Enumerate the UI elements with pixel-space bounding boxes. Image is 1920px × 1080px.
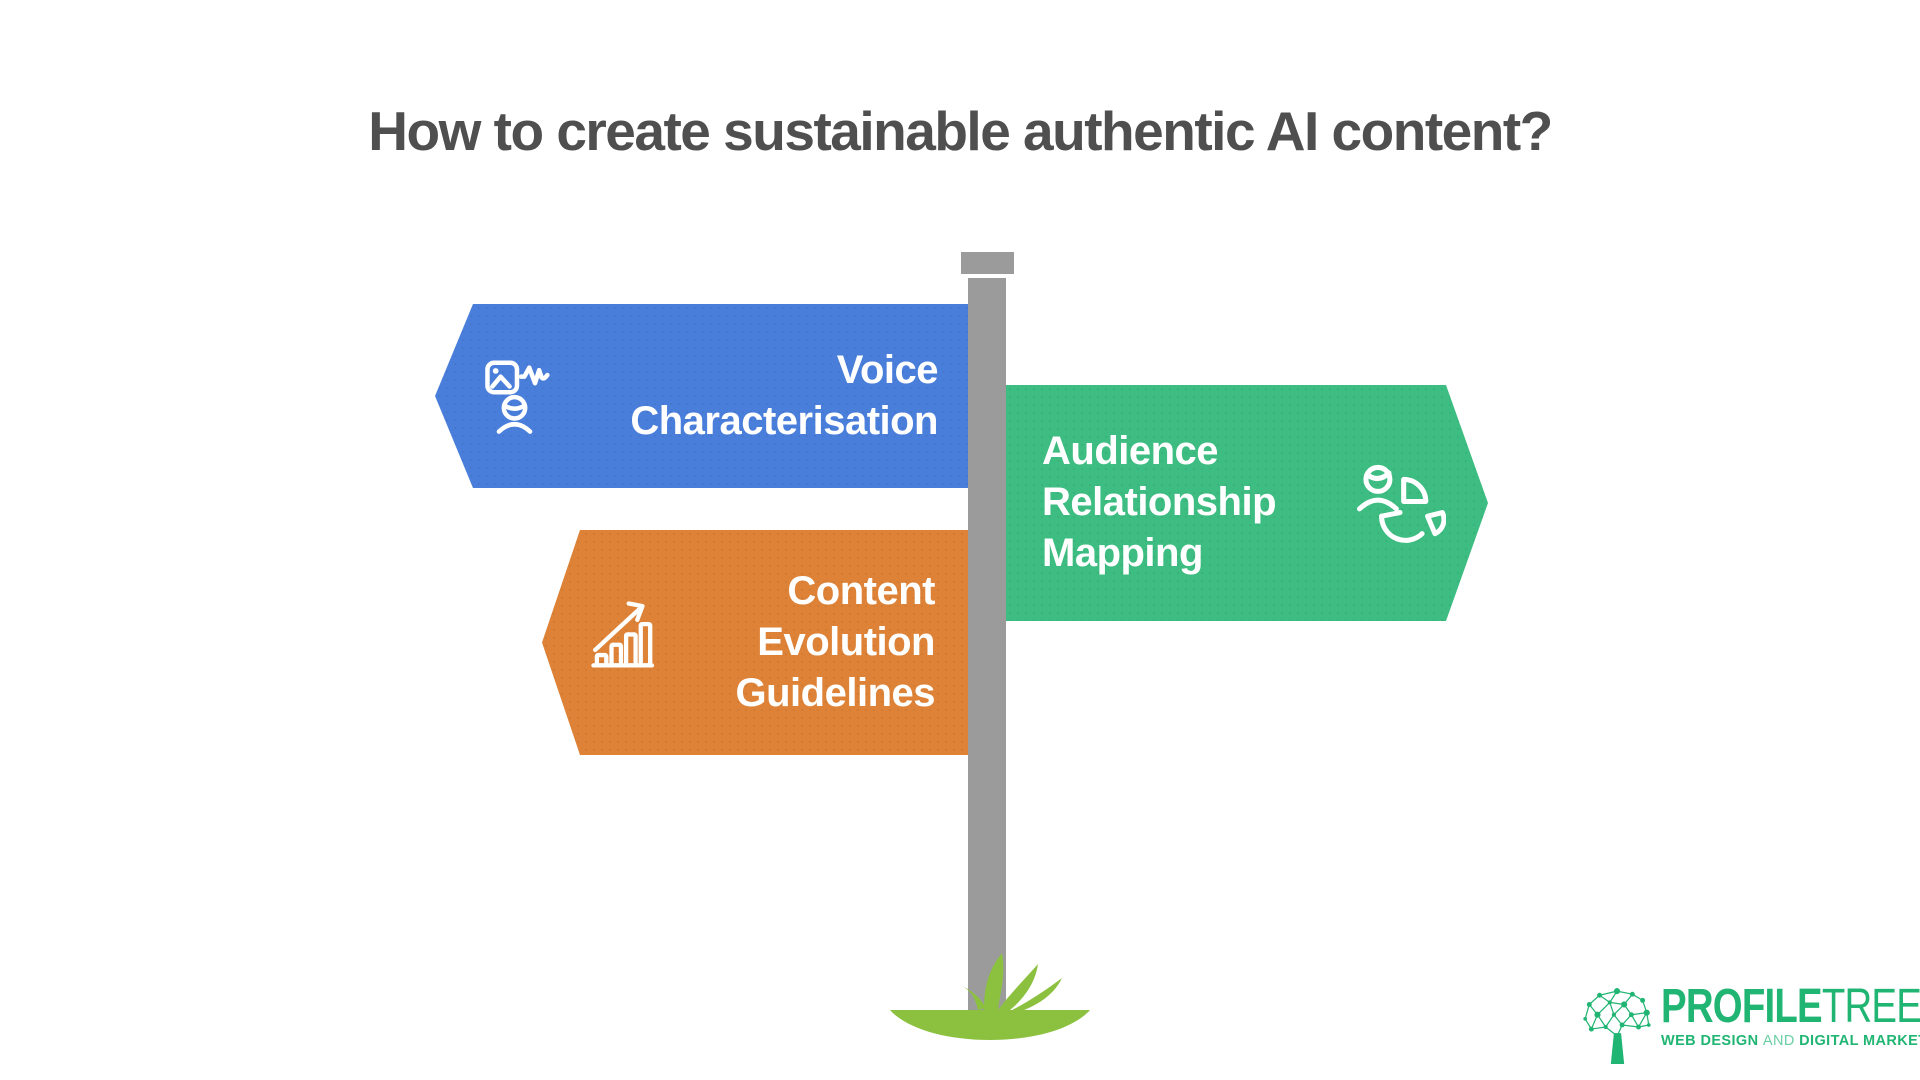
sign-audience-relationship-mapping: Audience Relationship Mapping <box>990 385 1488 621</box>
grass-mound <box>878 942 1108 1047</box>
logo-brand-secondary: TREE <box>1821 980 1920 1033</box>
sign-voice-line-2: Characterisation <box>630 399 938 443</box>
sign-content-line-1: Content <box>787 568 935 613</box>
logo-tagline: WEB DESIGN AND DIGITAL MARKETING <box>1661 1033 1920 1049</box>
sign-audience-line-1: Audience <box>1042 429 1219 474</box>
voice-characterisation-icon <box>485 354 567 442</box>
logo-tagline-right: DIGITAL MARKETING <box>1799 1033 1920 1049</box>
signpost-pole-cap <box>961 252 1014 274</box>
sign-content-line-2: Evolution <box>757 619 935 664</box>
logo-tagline-conjunction: AND <box>1762 1033 1795 1049</box>
network-tree-icon <box>1583 988 1651 1064</box>
growth-chart-icon <box>590 584 676 678</box>
sign-content-label: Content Evolution Guidelines <box>736 566 936 720</box>
sign-content-evolution-guidelines: Content Evolution Guidelines <box>542 530 968 755</box>
sign-content-line-3: Guidelines <box>735 671 936 716</box>
sign-audience-line-3: Mapping <box>1042 531 1203 576</box>
logo-brand: PROFILETREE <box>1661 983 1920 1031</box>
logo-brand-primary: PROFILE <box>1661 980 1823 1033</box>
sign-audience-label: Audience Relationship Mapping <box>1042 426 1276 580</box>
logo-tagline-left: WEB DESIGN <box>1661 1033 1759 1049</box>
signpost-pole <box>968 278 1006 1012</box>
sign-voice-characterisation: Voice Characterisation <box>435 304 970 488</box>
sign-voice-label: Voice Characterisation <box>630 345 938 447</box>
profiletree-logo: PROFILETREE WEB DESIGN AND DIGITAL MARKE… <box>1583 983 1920 1066</box>
sign-audience-line-2: Relationship <box>1042 480 1277 525</box>
sign-voice-line-1: Voice <box>836 347 939 392</box>
logo-text: PROFILETREE WEB DESIGN AND DIGITAL MARKE… <box>1661 983 1920 1050</box>
page-title: How to create sustainable authentic AI c… <box>368 99 1553 162</box>
person-pie-chart-icon <box>1354 459 1446 555</box>
